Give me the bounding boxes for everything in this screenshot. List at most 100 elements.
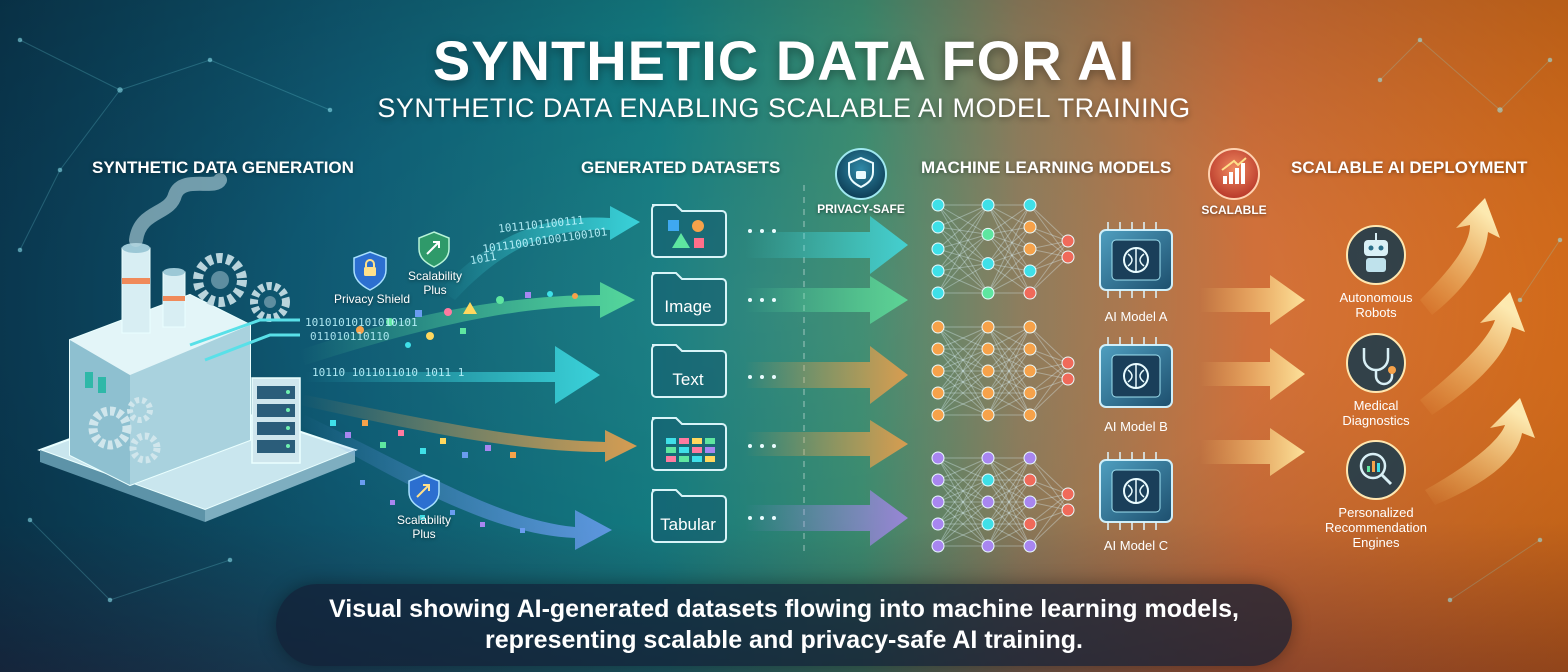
dataset-label-text: Text (672, 370, 704, 389)
network-node (931, 408, 945, 422)
network-node (1061, 487, 1075, 501)
network-node (981, 320, 995, 334)
network-edge (1029, 348, 1069, 380)
network-edge (987, 501, 1031, 547)
network-node (1023, 495, 1037, 509)
network-node (1061, 234, 1075, 248)
caption-line-1: Visual showing AI-generated datasets flo… (329, 595, 1239, 623)
network-edge (987, 204, 1031, 250)
network-node (1061, 503, 1075, 517)
network-node (1023, 364, 1037, 378)
network-edge (987, 370, 1031, 394)
network-edge (1029, 479, 1069, 511)
network-edge (937, 204, 989, 228)
scalability-plus-label-top: Scalability Plus (407, 269, 463, 297)
network-edge (937, 501, 989, 547)
network-edge (987, 248, 1031, 265)
network-node (1061, 372, 1075, 386)
privacy-shield-icon (353, 251, 387, 291)
network-node (1023, 408, 1037, 422)
data-particles (330, 291, 578, 533)
network-node (981, 408, 995, 422)
network-edge (937, 457, 989, 481)
network-edge (937, 204, 989, 272)
network-edge (1029, 326, 1069, 380)
network-edge (937, 370, 989, 416)
network-edge (987, 233, 1031, 250)
network-edge (987, 457, 1031, 525)
network-edge (937, 501, 989, 525)
network-node (931, 264, 945, 278)
ai-chips (1099, 222, 1173, 530)
network-edge (937, 479, 989, 525)
network-node (1061, 356, 1075, 370)
network-edge (987, 457, 1031, 481)
network-node (931, 539, 945, 553)
network-edge (937, 479, 989, 547)
network-edge (987, 479, 1031, 547)
network-edge (1029, 226, 1069, 258)
network-node (931, 198, 945, 212)
network-edge (1029, 362, 1069, 416)
network-node (981, 451, 995, 465)
network-edge (987, 326, 1031, 350)
network-node (981, 495, 995, 509)
network-edge (937, 326, 989, 394)
network-node (1023, 342, 1037, 356)
network-node (1023, 386, 1037, 400)
network-edge (937, 326, 989, 394)
network-edge (937, 370, 989, 394)
network-edge (937, 326, 989, 350)
binary-stream-5: 011010110110 (310, 330, 390, 343)
factory-illustration (37, 173, 358, 522)
data-streams (300, 206, 640, 550)
neural-networks (931, 198, 1075, 553)
network-edge (937, 348, 989, 372)
network-node (931, 517, 945, 531)
network-edge (937, 248, 989, 294)
scalable-growth-icon (1208, 148, 1260, 200)
network-edge (987, 479, 1031, 525)
folder-table-content (666, 438, 715, 462)
network-edge (1029, 240, 1069, 294)
network-node (931, 286, 945, 300)
network-node (981, 227, 995, 241)
caption-line-2: representing scalable and privacy-safe A… (485, 626, 1083, 654)
network-edge (987, 501, 1031, 525)
network-edge (1029, 348, 1069, 364)
network-edge (987, 457, 1031, 547)
application-label-diagnostics-line2: Diagnostics (1342, 413, 1410, 428)
network-node (931, 220, 945, 234)
network-edge (1029, 509, 1069, 525)
model-label-a: AI Model A (1104, 309, 1168, 324)
application-label-robots-line1: Autonomous (1339, 290, 1413, 305)
dataset-label-image: Image (664, 297, 712, 316)
network-edge (987, 326, 1031, 416)
network-edge (987, 348, 1031, 372)
section-heading-datasets: GENERATED DATASETS (581, 158, 781, 177)
network-node (981, 386, 995, 400)
application-label-recommendation-line1: Personalized (1338, 505, 1414, 520)
network-edge (937, 263, 989, 272)
network-node (931, 495, 945, 509)
network-edge (937, 457, 989, 503)
network-node (981, 517, 995, 531)
network-edge (987, 233, 1031, 272)
network-edge (987, 270, 1031, 294)
network-node (981, 473, 995, 487)
network-edge (987, 523, 1031, 547)
network-edge (987, 263, 1031, 294)
network-edge (987, 348, 1031, 416)
network-node (1023, 242, 1037, 256)
network-edge (937, 226, 989, 265)
network-edge (1029, 256, 1069, 272)
network-edge (937, 523, 989, 547)
page-subtitle: SYNTHETIC DATA ENABLING SCALABLE AI MODE… (377, 93, 1191, 123)
network-edge (1029, 378, 1069, 416)
network-edge (987, 370, 1031, 416)
network-edge (937, 226, 989, 235)
network-edge (937, 392, 989, 416)
network-edge (987, 226, 1031, 265)
folder-shapes-content (668, 220, 704, 248)
